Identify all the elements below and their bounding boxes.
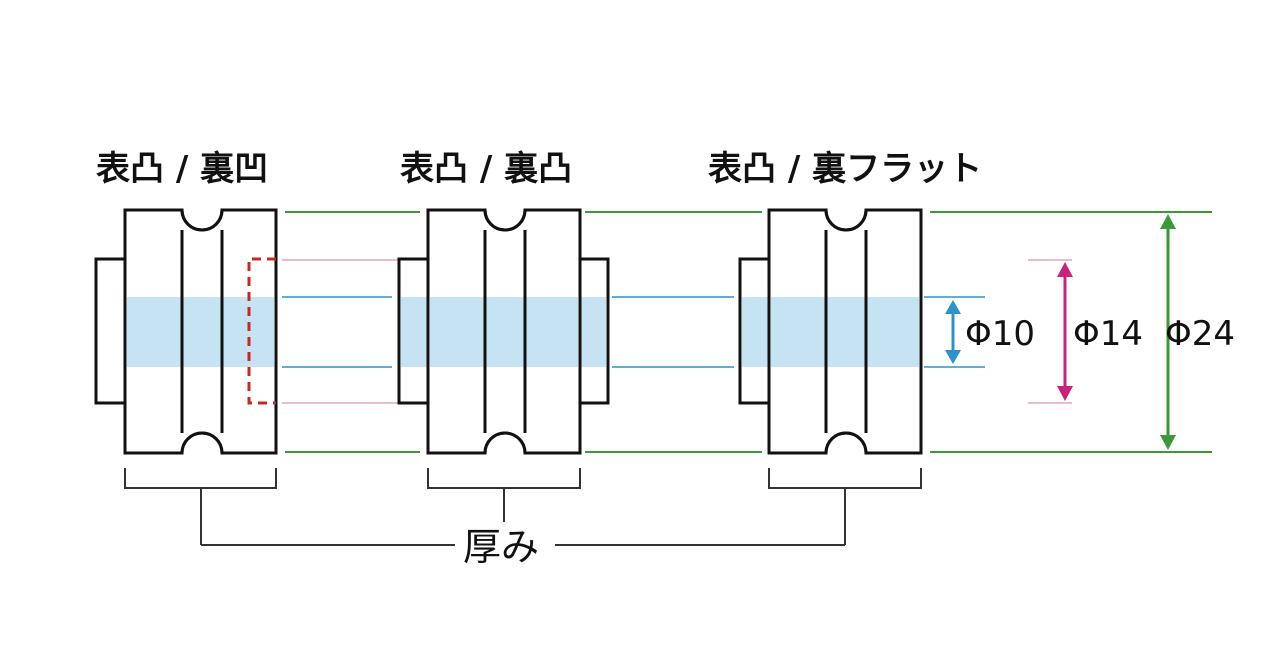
variant-title-3: 表凸 / 裏フラット [708,149,982,189]
bore-guide-lines [282,296,985,368]
dim-arrow-10 [945,300,961,364]
pulley-2 [397,208,610,455]
dim-arrow-24 [1160,214,1176,450]
pulley-3 [738,208,923,455]
dim-label-14: Φ14 [1073,314,1143,354]
thickness-label: 厚み [463,525,539,569]
front-boss-1 [94,257,128,405]
dim-label-10: Φ10 [965,314,1035,354]
pulley-1 [94,208,278,455]
variant-title-1: 表凸 / 裏凹 [96,149,268,189]
thickness-brackets [124,468,922,546]
mid-guide-lines [282,259,1072,404]
back-recess-1 [247,257,276,405]
variant-title-2: 表凸 / 裏凸 [400,149,572,189]
dim-label-24: Φ24 [1165,314,1235,354]
outer-guide-lines [285,211,1212,453]
dim-arrow-14 [1057,262,1073,401]
